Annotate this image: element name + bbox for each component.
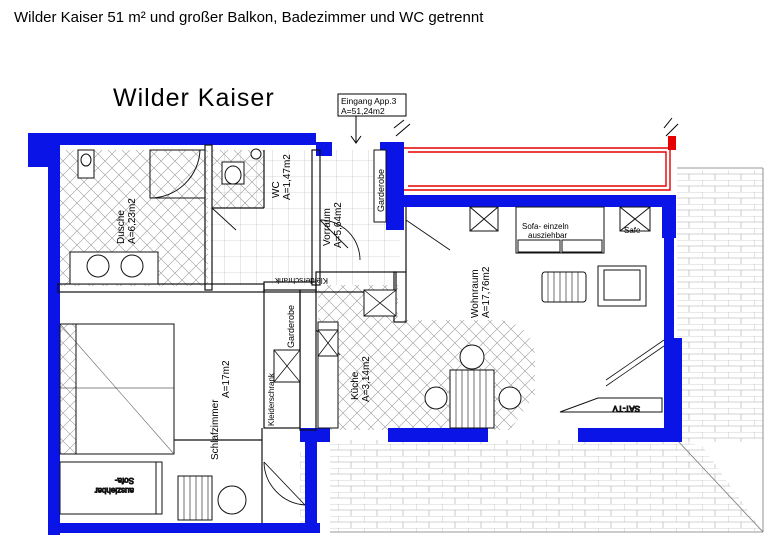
page-caption: Wilder Kaiser 51 m² und großer Balkon, B… bbox=[14, 9, 484, 26]
partition-walls bbox=[57, 144, 407, 523]
vorraum-area: A=5,64m2 bbox=[333, 202, 344, 248]
wohnraum-area: A=17,76m2 bbox=[481, 266, 492, 318]
wc-toilet bbox=[221, 148, 262, 185]
terrace-floor bbox=[330, 167, 764, 533]
garderobe-entry: Garderobe bbox=[373, 149, 387, 223]
side-table-left bbox=[469, 206, 499, 232]
schlafzimmer-name: Schlafzimmer bbox=[210, 399, 221, 460]
dusche-label: Dusche A=6,23m2 bbox=[116, 198, 138, 244]
wc-name: WC bbox=[271, 181, 282, 198]
break-marks bbox=[393, 117, 679, 137]
armchair bbox=[597, 265, 647, 307]
toilet-shower-room bbox=[77, 149, 95, 179]
side-table-right bbox=[619, 206, 651, 232]
sofa-label-2: ausziehbar bbox=[528, 231, 567, 240]
wc-label: WC A=1,47m2 bbox=[271, 154, 293, 200]
balcony-railing bbox=[404, 136, 676, 191]
vorraum-label: Vorraum A=5,64m2 bbox=[322, 202, 344, 248]
sofa-bed: Sofa- ausziehbar bbox=[59, 461, 163, 515]
wohnraum-label: Wohnraum A=17,76m2 bbox=[470, 266, 492, 318]
dining-table bbox=[424, 344, 522, 429]
dusche-area: A=6,23m2 bbox=[127, 198, 138, 244]
tv-unit: SAT-TV bbox=[559, 397, 663, 414]
desk-chair bbox=[177, 475, 247, 521]
schlafzimmer-area: A=17m2 bbox=[221, 360, 232, 398]
sofa bbox=[515, 206, 605, 254]
kleiderschrank-2-label: Kleiderschrank bbox=[267, 372, 276, 426]
wc-area: A=1,47m2 bbox=[282, 154, 293, 200]
kueche-label: Küche A=3,14m2 bbox=[350, 356, 372, 402]
wardrobe-bedroom: Garderobe Kleiderschrank bbox=[267, 305, 301, 426]
kleiderschrank-1-label: Kleiderschrank bbox=[274, 276, 328, 285]
safe-label: Safe bbox=[624, 226, 641, 235]
window-bays bbox=[605, 339, 665, 387]
double-sink bbox=[69, 251, 159, 285]
double-bed bbox=[59, 323, 175, 455]
entrance-area: A=51,24m2 bbox=[341, 106, 385, 116]
kitchen-counter bbox=[317, 321, 339, 429]
entrance-annotation: Eingang App.3 A=51,24m2 bbox=[337, 93, 407, 144]
kleiderschrank-entry: Kleiderschrank bbox=[274, 276, 397, 317]
sofa-bed-label-2: ausziehbar bbox=[95, 486, 134, 495]
kueche-name: Küche bbox=[350, 371, 361, 400]
schlafzimmer-label: Schlafzimmer A=17m2 bbox=[210, 360, 232, 460]
wohnraum-name: Wohnraum bbox=[470, 269, 481, 318]
sofa-label-1: Sofa- einzeln bbox=[522, 222, 569, 231]
sofa-bed-label-1: Sofa- bbox=[115, 476, 134, 485]
sat-tv-label: SAT-TV bbox=[612, 404, 640, 413]
plan-title: Wilder Kaiser bbox=[113, 84, 275, 112]
entrance-label: Eingang App.3 bbox=[341, 96, 397, 106]
kueche-area: A=3,14m2 bbox=[361, 356, 372, 402]
walls bbox=[28, 133, 682, 535]
dusche-name: Dusche bbox=[116, 210, 127, 244]
ottoman bbox=[541, 271, 587, 303]
garderobe-2-label: Garderobe bbox=[286, 305, 296, 348]
shower-area bbox=[149, 149, 206, 199]
vorraum-name: Vorraum bbox=[322, 208, 333, 246]
garderobe-1-label: Garderobe bbox=[376, 169, 386, 212]
